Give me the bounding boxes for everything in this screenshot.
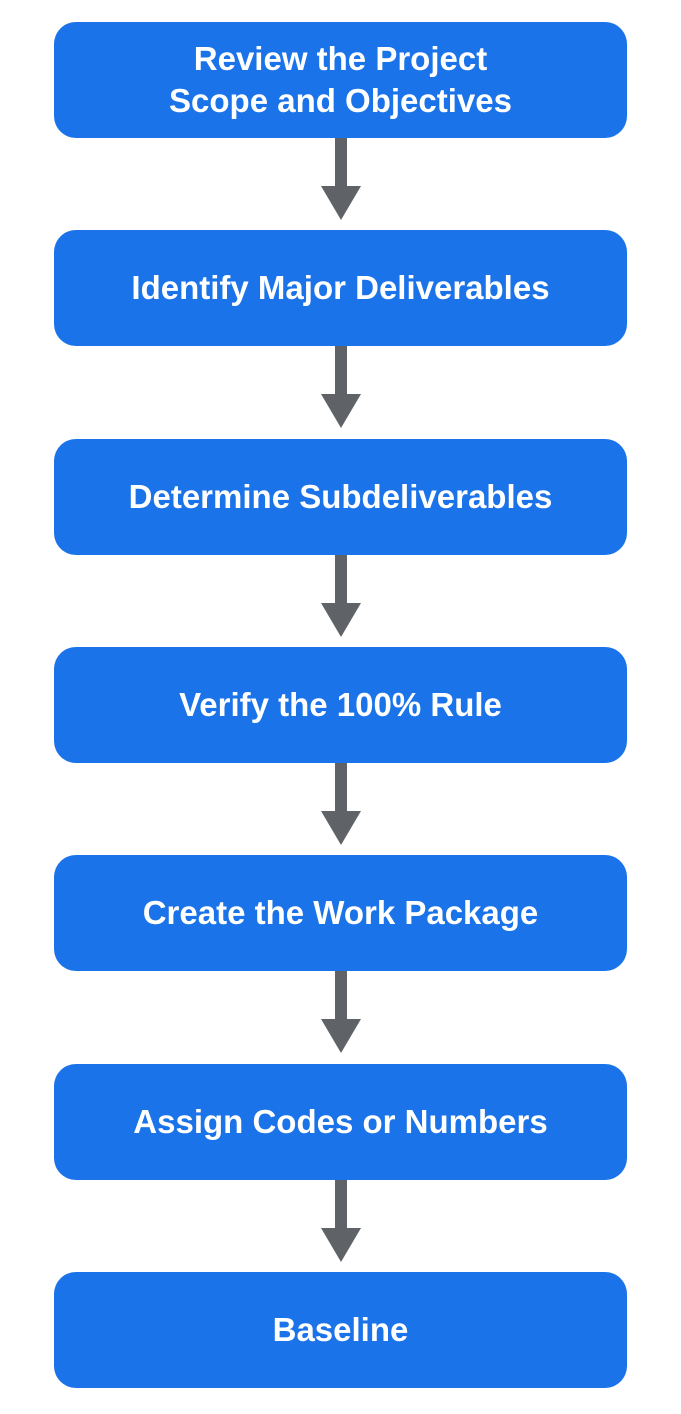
arrow-down-icon (321, 1180, 361, 1262)
step-identify-deliverables: Identify Major Deliverables (54, 230, 627, 346)
step-label: Identify Major Deliverables (131, 269, 550, 306)
step-label: Determine Subdeliverables (128, 478, 553, 515)
step-label: Verify the 100% Rule (179, 686, 502, 723)
step-review-scope: Review the Project Scope and Objectives (54, 22, 627, 138)
step-verify-rule: Verify the 100% Rule (54, 647, 627, 763)
step-create-work-package: Create the Work Package (54, 855, 627, 971)
arrow-down-icon (321, 763, 361, 845)
step-label: Create the Work Package (142, 894, 539, 931)
step-determine-subdeliverables: Determine Subdeliverables (54, 439, 627, 555)
arrow-down-icon (321, 555, 361, 637)
step-assign-codes: Assign Codes or Numbers (54, 1064, 627, 1180)
arrow-down-icon (321, 346, 361, 428)
arrow-down-icon (321, 138, 361, 220)
step-baseline: Baseline (54, 1272, 627, 1388)
step-label: Review the Project Scope and Objectives (169, 40, 512, 119)
arrow-down-icon (321, 971, 361, 1053)
step-label: Baseline (272, 1311, 409, 1348)
step-label: Assign Codes or Numbers (133, 1103, 548, 1140)
